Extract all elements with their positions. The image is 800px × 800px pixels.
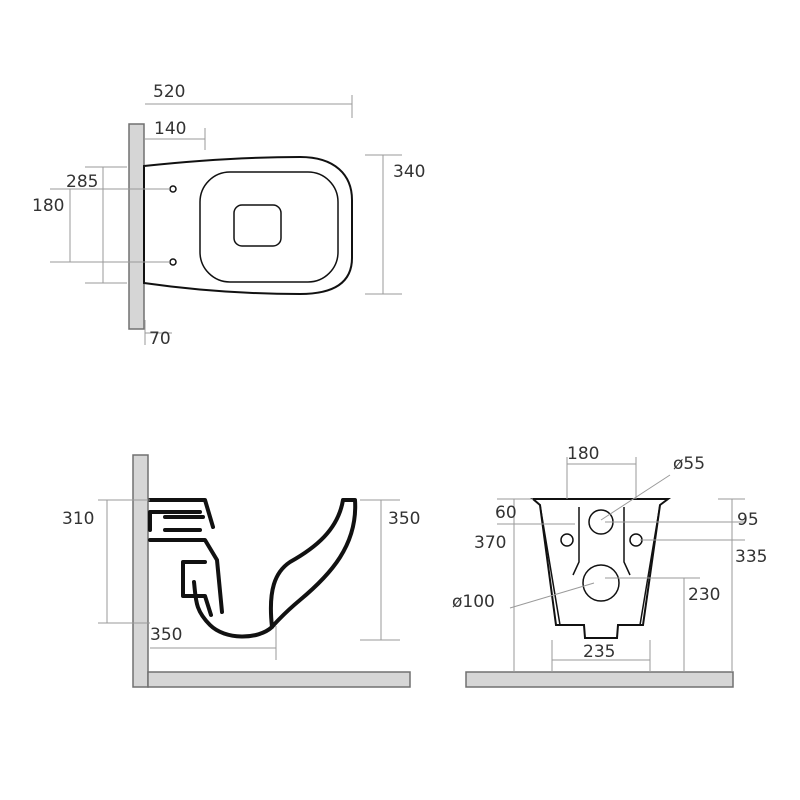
top-view-bowl-outline bbox=[143, 155, 353, 296]
top-view-bolt-hole-lower bbox=[169, 258, 177, 266]
top-view-width-label: 520 bbox=[153, 82, 185, 102]
front-view-rim-offset-label: 60 bbox=[495, 503, 517, 523]
front-view-bolt-hole-left bbox=[560, 533, 574, 547]
side-view-outlet bbox=[148, 538, 224, 617]
front-view-outlet-diameter-label: ø100 bbox=[452, 592, 495, 612]
side-view-floor bbox=[147, 671, 411, 688]
top-view-fixing-offset-label: 140 bbox=[154, 119, 186, 139]
top-view-depth-label: 340 bbox=[393, 162, 425, 182]
front-view-inlet-diameter-label: ø55 bbox=[673, 454, 705, 474]
front-view: 180 ø55 60 370 95 335 ø100 230 235 bbox=[452, 444, 767, 688]
front-view-inner-cavity bbox=[572, 507, 631, 576]
side-view-height-rear-label: 310 bbox=[62, 509, 94, 529]
side-view-projection-label: 350 bbox=[150, 625, 182, 645]
front-view-dimension-lines bbox=[497, 457, 745, 672]
front-view-inner-wall-right bbox=[639, 504, 661, 626]
front-view-floor bbox=[465, 671, 734, 688]
front-view-outlet-height-label: 230 bbox=[688, 585, 720, 605]
top-view-wall-clearance-label: 70 bbox=[149, 329, 171, 349]
front-view-overall-height-label: 370 bbox=[474, 533, 506, 553]
top-view: 520 140 340 285 180 70 bbox=[32, 82, 425, 349]
front-view-outlet-width-label: 235 bbox=[583, 642, 615, 662]
front-view-inner-wall-left bbox=[539, 504, 561, 626]
top-view-bolt-hole-upper bbox=[169, 185, 177, 193]
front-view-bolt-height-label: 335 bbox=[735, 547, 767, 567]
side-view-bowl-profile bbox=[148, 498, 358, 639]
side-view-wall bbox=[132, 454, 149, 688]
side-view-inlet bbox=[148, 510, 205, 532]
side-view-height-front-label: 350 bbox=[388, 509, 420, 529]
top-view-bowl-opening bbox=[199, 171, 339, 283]
front-view-bolt-span-label: 180 bbox=[567, 444, 599, 464]
top-view-wall bbox=[128, 123, 145, 330]
top-view-dimension-lines bbox=[50, 95, 402, 345]
front-view-inlet-height-label: 95 bbox=[737, 510, 759, 530]
side-view-dimension-lines bbox=[98, 499, 400, 660]
top-view-bolt-span-inner-label: 180 bbox=[32, 196, 64, 216]
top-view-bolt-span-outer-label: 285 bbox=[66, 172, 98, 192]
top-view-drain bbox=[233, 204, 282, 247]
side-view: 310 350 350 bbox=[62, 454, 420, 688]
front-view-outlet bbox=[582, 564, 620, 602]
